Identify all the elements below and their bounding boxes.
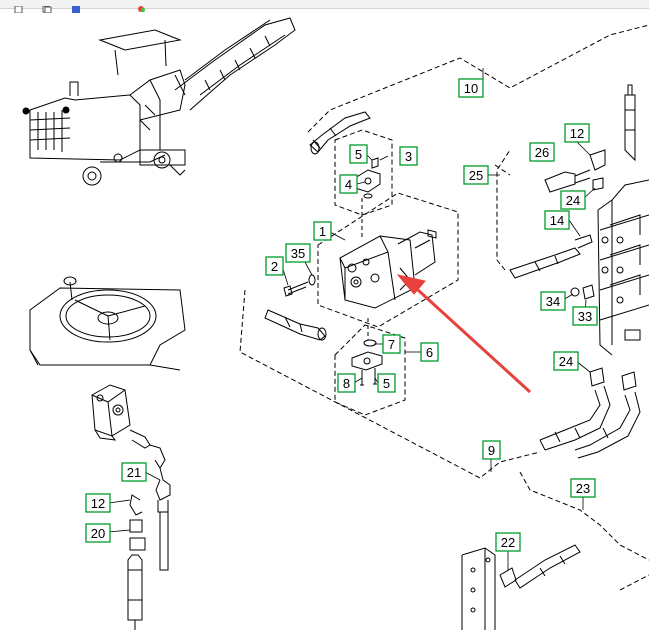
svg-text:26: 26: [535, 145, 549, 160]
svg-text:7: 7: [388, 337, 395, 352]
svg-text:10: 10: [464, 81, 478, 96]
callout-26: 26: [529, 142, 555, 162]
svg-text:4: 4: [345, 177, 352, 192]
svg-text:9: 9: [488, 443, 495, 458]
svg-text:5: 5: [355, 147, 362, 162]
callout-4: 4: [339, 174, 358, 194]
svg-text:1: 1: [319, 224, 326, 239]
callout-21: 21: [121, 462, 147, 482]
color-icon[interactable]: [136, 0, 146, 12]
callout-1: 1: [313, 221, 332, 241]
callout-20: 20: [85, 523, 111, 543]
svg-text:24: 24: [566, 193, 580, 208]
callout-33: 33: [572, 306, 598, 326]
svg-text:35: 35: [291, 246, 305, 261]
callout-2: 2: [265, 256, 284, 276]
callout-7: 7: [382, 334, 401, 354]
svg-text:8: 8: [343, 376, 350, 391]
svg-text:33: 33: [578, 309, 592, 324]
svg-text:20: 20: [91, 526, 105, 541]
svg-text:3: 3: [405, 149, 412, 164]
callout-5-bottom: 5: [377, 373, 396, 393]
svg-text:23: 23: [576, 481, 590, 496]
callout-9: 9: [482, 440, 501, 460]
callout-14: 14: [544, 210, 570, 230]
svg-text:22: 22: [501, 535, 515, 550]
svg-text:6: 6: [426, 345, 433, 360]
callout-6: 6: [420, 342, 439, 362]
callout-12-left: 12: [85, 493, 111, 513]
callout-24-top: 24: [560, 190, 586, 210]
svg-text:2: 2: [271, 259, 278, 274]
svg-text:12: 12: [570, 126, 584, 141]
leader-lines: [107, 68, 596, 570]
steering-valve-illustration: [91, 384, 171, 630]
svg-text:21: 21: [127, 465, 141, 480]
callout-5-top: 5: [349, 144, 368, 164]
svg-text:25: 25: [469, 168, 483, 183]
callout-34: 34: [540, 291, 566, 311]
milling-machine-illustration: [22, 17, 296, 186]
svg-text:14: 14: [550, 213, 564, 228]
callout-8: 8: [337, 373, 356, 393]
callout-12-right: 12: [564, 123, 590, 143]
callout-3: 3: [399, 146, 418, 166]
svg-text:12: 12: [91, 496, 105, 511]
callout-24-bottom: 24: [553, 351, 579, 371]
callout-10: 10: [458, 78, 484, 98]
svg-text:24: 24: [559, 354, 573, 369]
callout-35: 35: [285, 243, 311, 263]
steering-wheel-illustration: [29, 276, 186, 371]
callout-25: 25: [463, 165, 489, 185]
highlight-arrow: [396, 274, 532, 394]
save-icon[interactable]: [71, 0, 81, 13]
callout-23: 23: [570, 478, 596, 498]
pump-assembly-illustration: [239, 24, 649, 479]
svg-text:5: 5: [383, 376, 390, 391]
svg-text:34: 34: [546, 294, 560, 309]
callout-22: 22: [495, 532, 521, 552]
control-valve-illustration: [461, 84, 649, 630]
